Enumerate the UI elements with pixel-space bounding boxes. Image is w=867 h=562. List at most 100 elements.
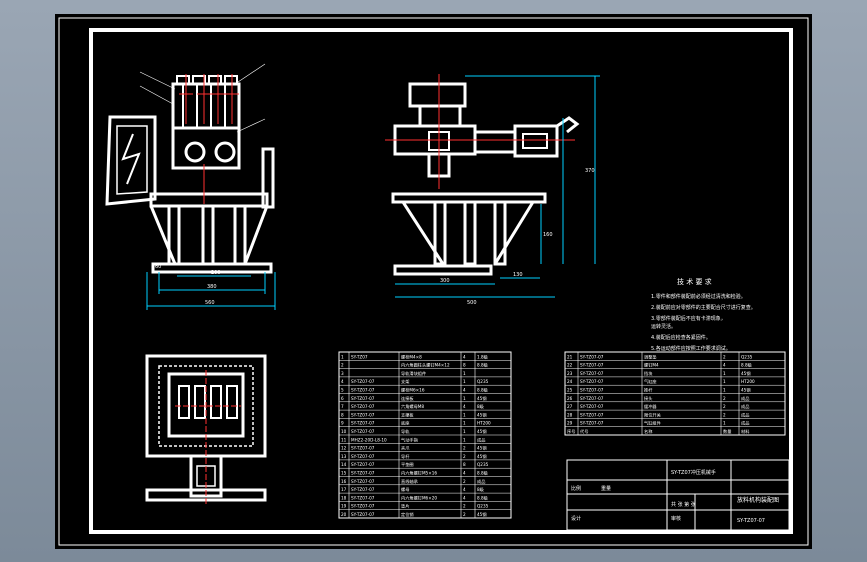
front-leaders [139,63,266,133]
bom-cell-name: 气缸组件 [644,420,661,427]
bom-cell-no: 10 [341,429,347,434]
bom-cell-code: SY-TZ07-07 [351,446,375,451]
bom-cell-no: 11 [341,437,347,442]
bom-cell-qty: 1 [463,379,466,384]
bom-cell-mat: HT200 [741,379,755,384]
front-dim-labels: 200 380 560 60 [155,264,221,306]
tech-item-5: 4.装配后应检查各紧固件。 [651,334,711,341]
bom-cell-name: 缓冲器 [644,403,657,410]
bom-cell-mat: 成品 [741,395,749,402]
bom-cell-mat: 45钢 [477,411,487,418]
bom-cell-mat: 1.8级 [477,353,489,360]
bom-cell-qty: 1 [723,371,726,376]
tech-item-4: 运转灵活。 [651,323,676,330]
bom-cell-no: 29 [567,421,573,426]
bom-cell-code: SY-TZ07-07 [580,379,604,384]
bom-cell-name: 连接板 [401,395,414,402]
bom-cell-no: 20 [341,512,347,517]
tech-item-6: 5.各运动部件应按照工作要求调试。 [651,345,731,352]
bom-cell-name: 内六角螺钉M6×20 [401,494,437,501]
bom-cell-no: 6 [341,396,344,401]
bom-cell-no: 14 [341,462,347,467]
bom-cell-qty: 8 [463,462,466,467]
drawing-viewport[interactable]: 200 380 560 60 300 50 [55,14,812,549]
bom-cell-code: SY-TZ07-07 [351,479,375,484]
bom-cell-code: SY-TZ07-07 [351,388,375,393]
bom-cell-qty: 8 [463,363,466,368]
bom-cell-mat: 材料 [741,428,750,435]
front-centerlines [179,74,239,204]
title-block-text: SY-TZ07冲压机械手 放料机构装配图 SY-TZ07-07 比例 重量 共 … [571,469,779,524]
bom-cell-name: 螺钉M4 [644,362,659,369]
bom-cell-name: 气缸座 [644,378,657,385]
bom-cell-mat: 8.8级 [477,387,489,394]
bom-cell-no: 23 [567,371,573,376]
bom-cell-code: SY-TZ07-07 [351,504,375,509]
bom-cell-name: 螺栓M6×16 [401,387,425,394]
bom-cell-mat: Q235 [741,354,753,359]
bom-cell-name: 支架 [401,378,409,385]
cad-drawing-sheet: 200 380 560 60 300 50 [58,17,809,546]
bom-cell-mat: 45钢 [477,428,487,435]
bom-cell-no: 12 [341,446,347,451]
bom-cell-qty: 1 [463,371,466,376]
bom-cell-name: 挡块 [644,370,653,377]
bom-cell-code: MHZ2-20D-L8-10 [351,437,387,442]
bom-cell-qty: 2 [463,479,466,484]
bom-cell-no: 1 [341,354,344,359]
label-designer: 设计 [571,515,581,522]
bom-cell-code: SY-TZ07-07 [351,429,375,434]
bom-cell-name: 内六角圆柱头螺钉M4×12 [401,362,450,369]
bom-cell-name: 接头 [644,395,652,402]
bom-cell-no: 15 [341,471,347,476]
bom-cell-code: SY-TZ07-07 [580,354,604,359]
side-dimensions [395,75,600,298]
bom-cell-mat: 8.8级 [477,362,489,369]
bom-cell-code: SY-TZ07-07 [351,379,375,384]
bom-cell-code: 代号 [580,428,588,435]
inner-border [89,28,793,534]
bom-cell-no: 25 [567,388,573,393]
bom-cell-qty: 1 [463,437,466,442]
bom-cell-name: 直线轴承 [401,478,419,485]
label-sheets: 共 张 第 张 [671,501,696,508]
bom-cell-code: SY-TZ07-07 [351,421,375,426]
bom-cell-qty: 2 [463,446,466,451]
bom-cell-qty: 2 [723,404,726,409]
bom-cell-qty: 1 [463,412,466,417]
bom-cell-no: 19 [341,504,347,509]
bom-cell-code: SY-TZ07 [351,354,368,359]
bom-cell-name: 推杆 [644,387,653,394]
bom-cell-name: 导轨 [401,428,410,435]
bom-cell-mat: 45钢 [477,511,487,518]
drawing-name: 放料机构装配图 [737,496,779,504]
bom-cell-name: 支撑板 [401,411,414,418]
bom-cell-no: 24 [567,379,573,384]
bom-cell-name: 六角螺母M8 [401,403,424,410]
bom-cell-no: 28 [567,412,573,417]
tech-item-2: 2.装配前应对零部件的主要配合尺寸进行复查。 [651,304,756,311]
bom-cell-name: 定位销 [401,511,414,518]
bom-cell-no: 26 [567,396,573,401]
bom-cell-no: 8 [341,412,344,417]
bom-cell-qty: 1 [463,429,466,434]
dim-side-1: 300 [440,278,450,284]
bom-cell-code: SY-TZ07-07 [351,495,375,500]
bom-cell-code: SY-TZ07-07 [580,396,604,401]
bom-cell-no: 21 [567,354,573,359]
bom-cell-qty: 1 [463,421,466,426]
bom-cell-qty: 2 [463,504,466,509]
bom-cell-qty: 4 [723,363,726,368]
bom-cell-no: 18 [341,495,347,500]
drawing-number: SY-TZ07-07 [737,518,765,524]
bom-cell-qty: 2 [463,454,466,459]
bom-cell-name: 调整垫 [644,353,657,360]
dim-side-3: 130 [513,272,523,278]
bom-cell-code: SY-TZ07-07 [351,412,375,417]
tech-requirements: 技 术 要 求 1.零件和部件装配前必须经过清洗和检验。 2.装配前应对零部件的… [651,277,756,352]
bom-cell-no: 17 [341,487,347,492]
bom-cell-no: 13 [341,454,347,459]
dim-side-4: 160 [543,232,553,238]
bom-cell-code: SY-TZ07-07 [351,404,375,409]
